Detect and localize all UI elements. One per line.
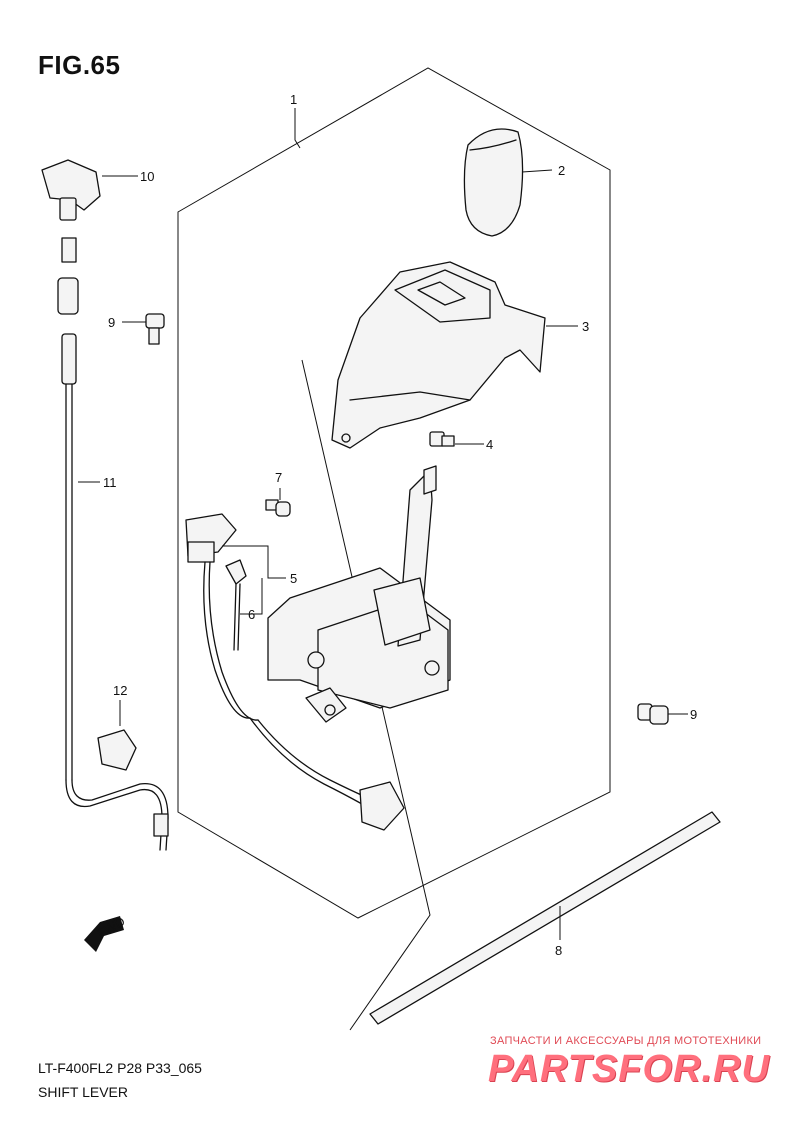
watermark-brand: PARTSFOR.RU (488, 1048, 770, 1090)
callout-10: 10 (140, 169, 154, 184)
fwd-label: FWD (94, 914, 127, 942)
bolt-7 (265, 499, 291, 517)
callout-5: 5 (290, 571, 297, 586)
callout-4: 4 (486, 437, 493, 452)
shift-knob (463, 128, 524, 237)
shift-cable (41, 159, 169, 851)
callout-1: 1 (290, 92, 297, 107)
callout-9-lower: 9 (690, 707, 697, 722)
callout-12: 12 (113, 683, 127, 698)
callout-11: 11 (103, 475, 117, 490)
callout-9-upper: 9 (108, 315, 115, 330)
callout-8: 8 (555, 943, 562, 958)
callout-3: 3 (582, 319, 589, 334)
shift-shaft (369, 811, 721, 1025)
figure-name: SHIFT LEVER (38, 1084, 128, 1100)
leader-lines (78, 108, 688, 940)
neutral-switch (185, 513, 405, 831)
cable-tie (225, 559, 247, 651)
callout-7: 7 (275, 470, 282, 485)
bolt-4 (429, 431, 455, 447)
shaft-outline-lines (301, 359, 431, 1031)
callout-2: 2 (558, 163, 565, 178)
bolt-9-lower (637, 703, 669, 725)
shift-lever-mechanism (267, 465, 451, 723)
bolt-9-upper (145, 313, 165, 345)
clamp-12 (97, 729, 137, 771)
figure-title: FIG.65 (38, 50, 121, 80)
model-code: LT-F400FL2 P28 P33_065 (38, 1060, 202, 1076)
assembly-outline-box (177, 67, 611, 919)
forward-arrow: FWD (84, 914, 127, 952)
shift-cover (331, 261, 546, 449)
watermark-tagline: ЗАПЧАСТИ И АКСЕССУАРЫ ДЛЯ МОТОТЕХНИКИ (490, 1035, 762, 1047)
callout-6: 6 (248, 607, 255, 622)
